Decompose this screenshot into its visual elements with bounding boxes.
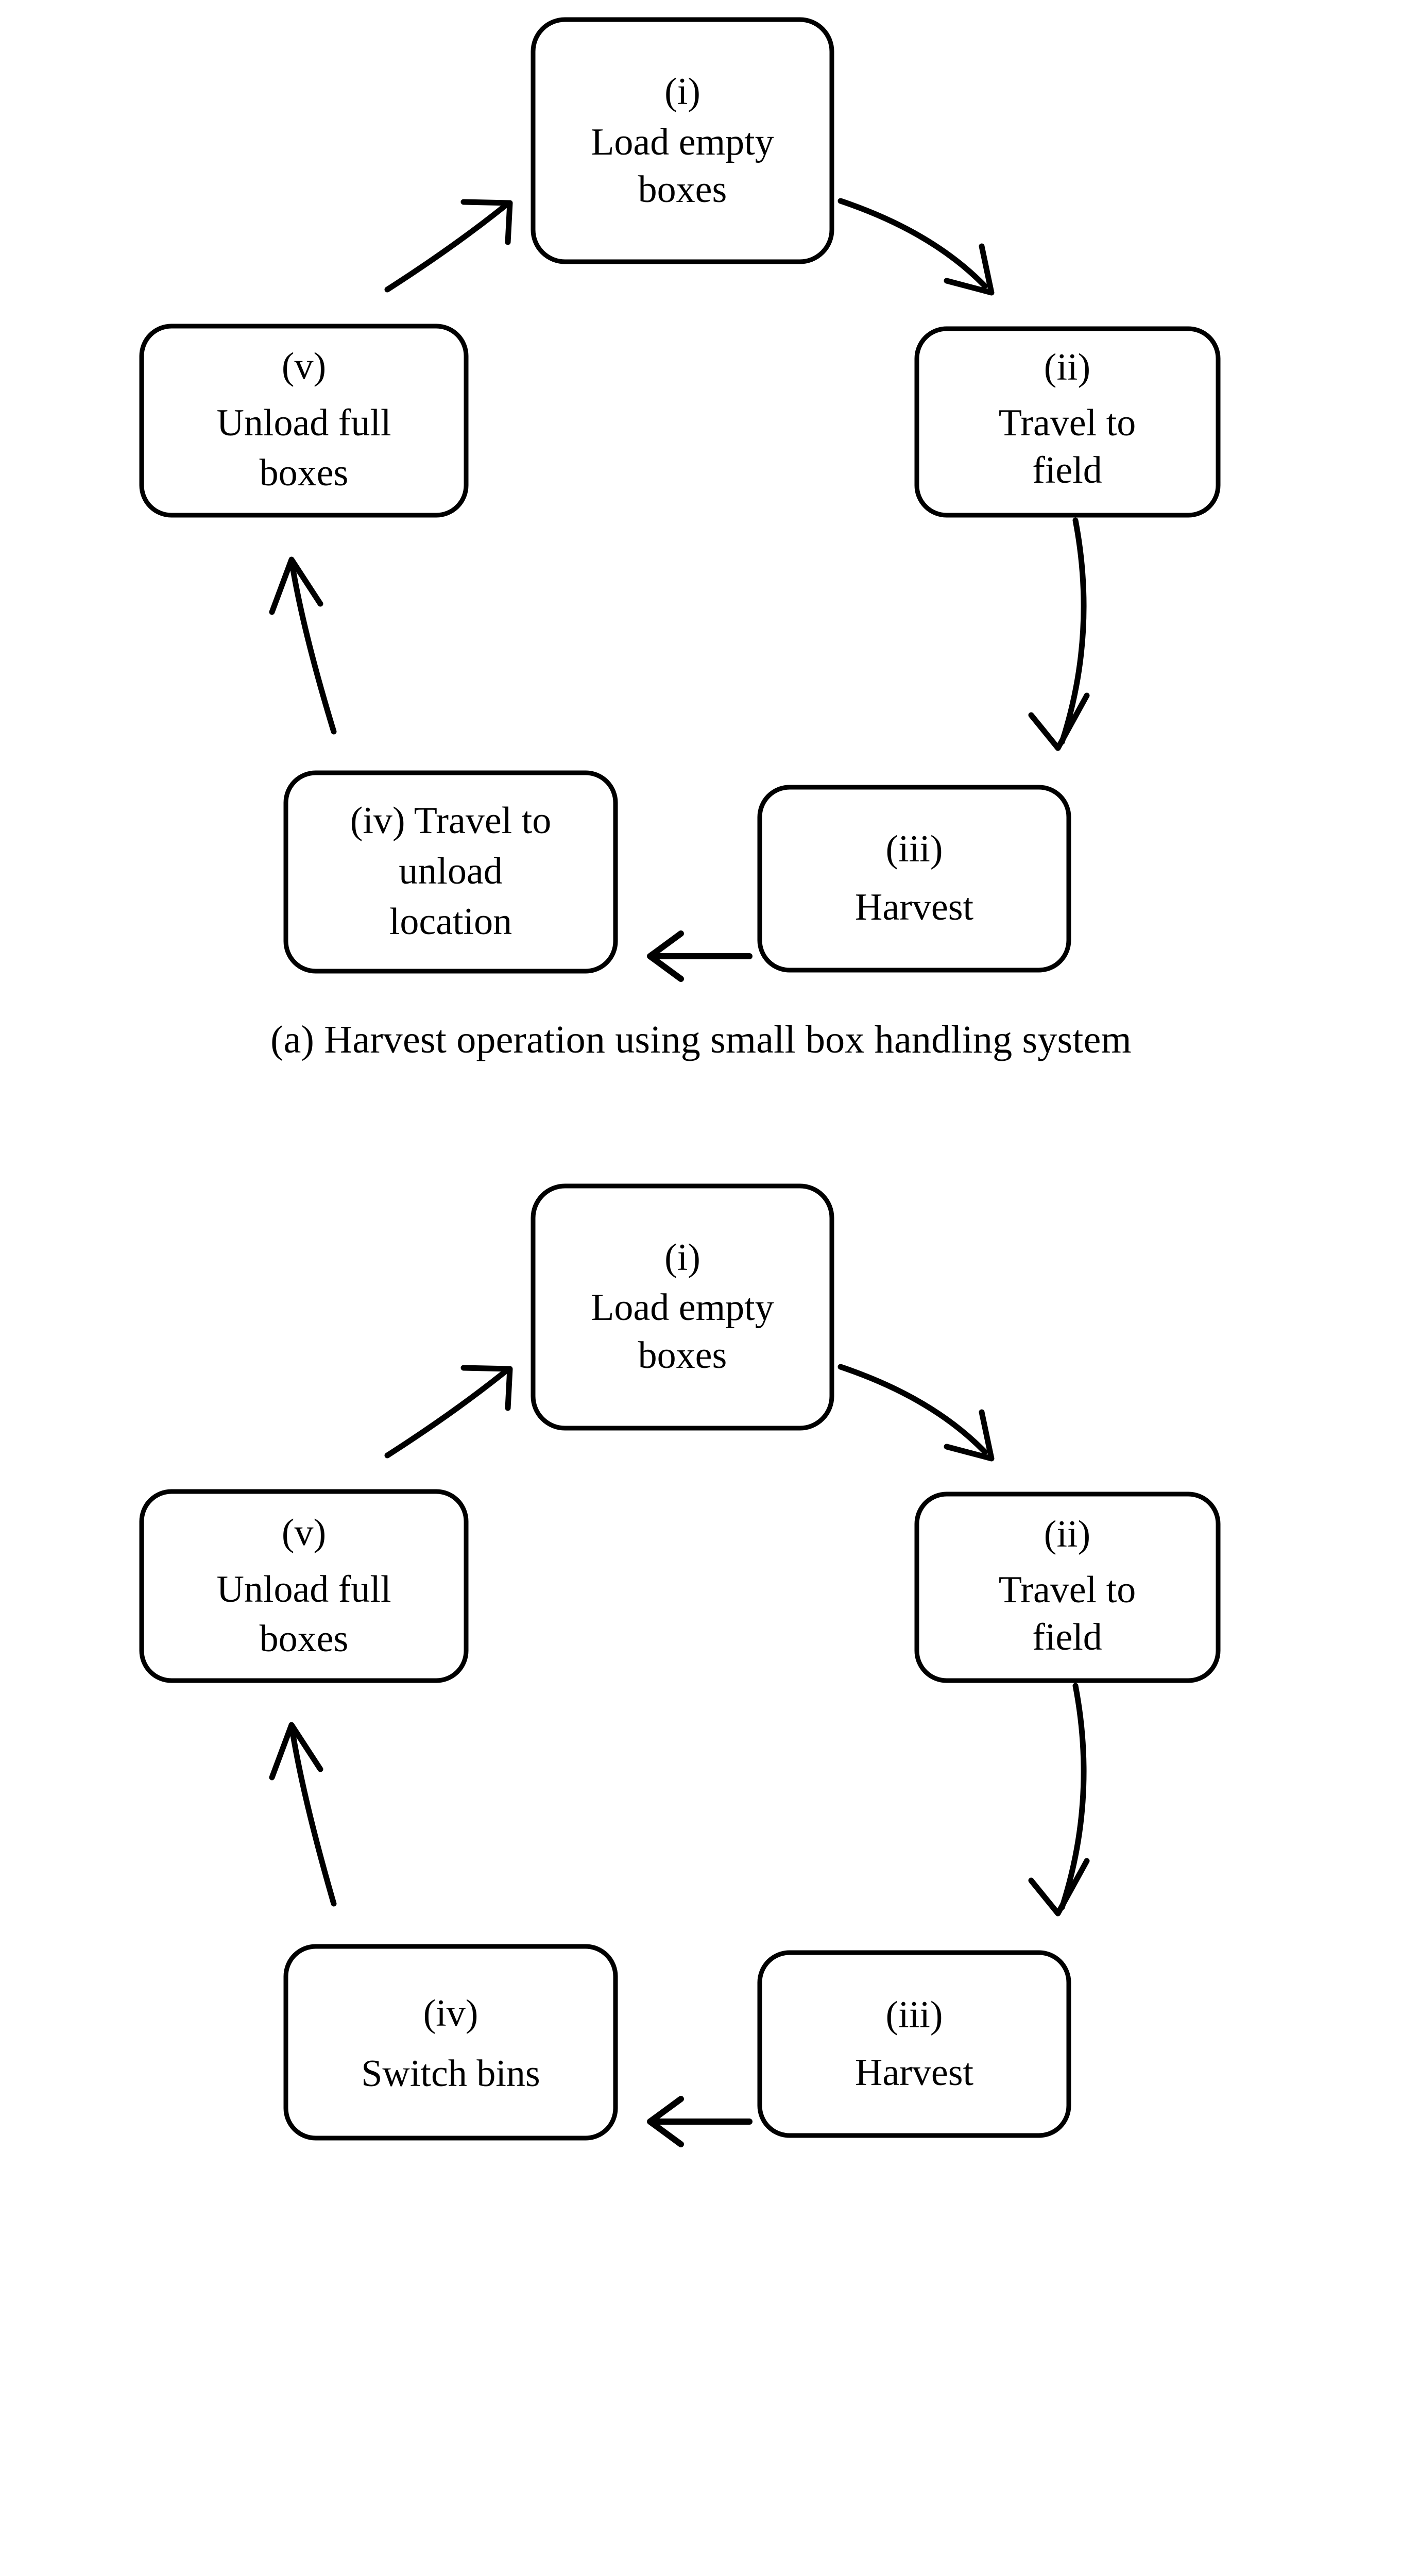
node-ii-line1: (ii) (1044, 346, 1090, 388)
node-iv-line1: (iv) (423, 1992, 478, 2035)
node-iv-line2: unload (399, 850, 502, 892)
node-v-line2: Unload full (216, 402, 391, 444)
flow-diagram-a: (i) Load empty boxes (ii) Travel to fiel… (139, 17, 1221, 982)
node-v-line2: Unload full (216, 1568, 391, 1611)
edge-ii-to-iii-line (1059, 517, 1087, 745)
figure-a-caption: (a) Harvest operation using small box ha… (270, 1018, 1132, 1061)
edge-iii-to-iv-arrowhead-icon (647, 930, 684, 982)
node-ii-travel-to-field[interactable]: (ii) Travel to field (914, 326, 1221, 518)
figure-a-harvest-small-box: (i) Load empty boxes (ii) Travel to fiel… (0, 0, 1402, 1092)
node-ii-line1: (ii) (1044, 1513, 1090, 1555)
node-ii-box (914, 326, 1221, 518)
edge-ii-to-iii-arrowhead-icon (1028, 1858, 1090, 1917)
node-i-line1: (i) (664, 1236, 700, 1279)
edge-i-to-ii-line (837, 198, 988, 289)
figure-page: (i) Load empty boxes (ii) Travel to fiel… (0, 0, 1402, 2378)
node-v-line1: (v) (282, 1512, 326, 1554)
node-i-box (531, 1183, 834, 1431)
node-v-line1: (v) (282, 345, 326, 387)
node-i-line3: boxes (638, 1334, 727, 1377)
node-ii-line3: field (1032, 1616, 1102, 1658)
edge-i-to-ii-arrow (837, 198, 995, 296)
node-iv-travel-to-unload-location[interactable]: (iv) Travel to unload location (283, 770, 618, 974)
edge-ii-to-iii-arrow (1028, 1683, 1090, 1917)
node-ii-line2: Travel to (999, 1569, 1136, 1611)
node-i-line2: Load empty (591, 121, 774, 163)
node-v-box (139, 1489, 469, 1683)
node-v-unload-full-boxes[interactable]: (v) Unload full boxes (139, 1489, 469, 1683)
edge-v-to-i-arrow (384, 199, 513, 293)
node-iii-line2: Harvest (855, 886, 974, 928)
node-iv-switch-bins[interactable]: (iv) Switch bins (283, 1944, 618, 2141)
node-i-line1: (i) (664, 71, 700, 113)
node-iv-box (283, 770, 618, 974)
edge-iii-to-iv-arrow (647, 930, 753, 982)
node-i-line2: Load empty (591, 1286, 774, 1329)
edge-iv-to-v-arrowhead-icon (269, 1722, 323, 1781)
node-v-line3: boxes (260, 1618, 349, 1660)
edge-ii-to-iii-arrowhead-icon (1028, 692, 1090, 751)
node-iii-harvest[interactable]: (iii) Harvest (757, 785, 1071, 973)
edge-iv-to-v-arrow (269, 556, 337, 735)
edge-iv-to-v-arrow (269, 1722, 337, 1907)
node-iv-box (283, 1944, 618, 2141)
node-v-unload-full-boxes[interactable]: (v) Unload full boxes (139, 324, 469, 518)
edge-ii-to-iii-line (1059, 1683, 1087, 1910)
node-v-box (139, 324, 469, 518)
node-i-load-empty-boxes[interactable]: (i) Load empty boxes (531, 1183, 834, 1431)
node-i-line3: boxes (638, 168, 727, 211)
edge-ii-to-iii-arrow (1028, 517, 1090, 751)
node-ii-box (914, 1492, 1221, 1683)
node-iv-line2: Switch bins (361, 2053, 540, 2095)
node-i-load-empty-boxes[interactable]: (i) Load empty boxes (531, 17, 834, 264)
edge-i-to-ii-arrow (837, 1364, 995, 1462)
node-v-line3: boxes (260, 452, 349, 494)
node-iii-line1: (iii) (886, 1994, 943, 2036)
node-iii-box (757, 785, 1071, 973)
node-iv-line1: (iv) Travel to (350, 800, 552, 842)
node-iv-line3: location (389, 901, 512, 943)
node-iii-box (757, 1950, 1071, 2138)
edge-iv-to-v-line (289, 564, 337, 735)
edge-iii-to-iv-arrowhead-icon (647, 2096, 684, 2147)
node-iii-harvest[interactable]: (iii) Harvest (757, 1950, 1071, 2138)
node-ii-line2: Travel to (999, 402, 1136, 444)
flow-diagram-b: (i) Load empty boxes (ii) Travel to fiel… (139, 1183, 1221, 2147)
edge-v-to-i-line (384, 1369, 508, 1459)
edge-iv-to-v-arrowhead-icon (269, 556, 323, 615)
node-i-box (531, 17, 834, 264)
edge-iii-to-iv-arrow (647, 2096, 753, 2147)
edge-iv-to-v-line (289, 1729, 337, 1907)
edge-v-to-i-arrow (384, 1365, 513, 1459)
node-iii-line2: Harvest (855, 2052, 974, 2094)
node-ii-line3: field (1032, 449, 1102, 492)
edge-v-to-i-arrowhead-icon (460, 199, 513, 245)
node-iii-line1: (iii) (886, 828, 943, 870)
edge-i-to-ii-arrowhead-icon (944, 1409, 995, 1462)
figure-b-harvest-hydraulic-bin: (i) Load empty boxes (ii) Travel to fiel… (0, 1133, 1402, 2378)
edge-i-to-ii-line (837, 1364, 988, 1455)
edge-v-to-i-line (384, 203, 508, 293)
node-ii-travel-to-field[interactable]: (ii) Travel to field (914, 1492, 1221, 1683)
edge-i-to-ii-arrowhead-icon (944, 243, 995, 296)
edge-v-to-i-arrowhead-icon (460, 1365, 513, 1411)
